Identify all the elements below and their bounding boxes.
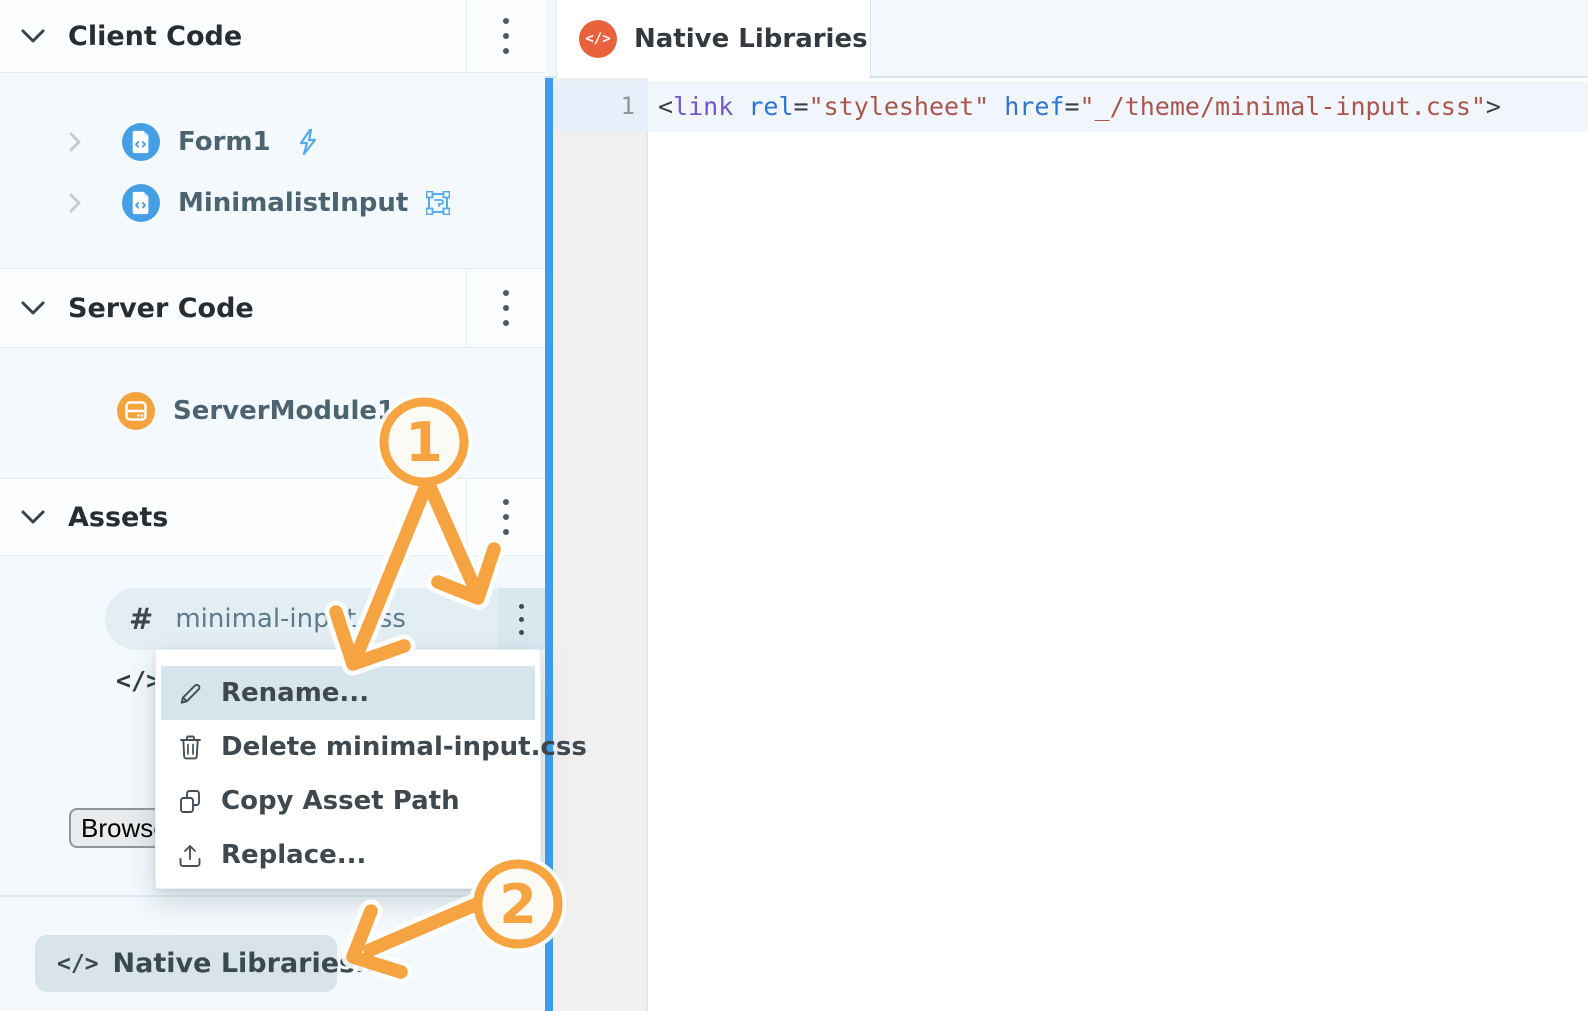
chevron-down-icon[interactable]: [20, 300, 46, 316]
form-document-icon: [122, 184, 160, 222]
section-title-client-code: Client Code: [68, 20, 243, 52]
menu-item-copy-asset-path[interactable]: Copy Asset Path: [161, 774, 535, 828]
chevron-down-icon[interactable]: [20, 509, 46, 525]
code-area[interactable]: <link rel="stylesheet" href="_/theme/min…: [648, 78, 1588, 1011]
native-libraries-button-label: Native Libraries...: [112, 948, 386, 979]
editor-tab-bar: </> Native Libraries ×: [545, 0, 1588, 78]
tree-item-form1[interactable]: Form1: [68, 120, 321, 164]
kebab-icon: [503, 286, 509, 331]
kebab-icon: [503, 495, 509, 540]
kebab-icon: [519, 600, 524, 639]
section-title-server-code: Server Code: [68, 292, 254, 324]
upload-icon: [175, 842, 205, 869]
server-code-menu-button[interactable]: [466, 269, 545, 347]
tab-bar-left-strip: [545, 0, 556, 78]
asset-item-menu-button[interactable]: [498, 588, 545, 650]
menu-item-label: Delete minimal-input.css: [221, 732, 587, 762]
native-libraries-tab-icon: </>: [579, 20, 617, 58]
css-hash-icon: #: [129, 602, 154, 636]
menu-item-delete[interactable]: Delete minimal-input.css: [161, 720, 587, 774]
tab-label: Native Libraries: [634, 24, 868, 54]
kebab-icon: [503, 14, 509, 59]
assets-menu-button[interactable]: [466, 479, 545, 555]
tree-item-label: Form1: [178, 127, 271, 157]
client-code-menu-button[interactable]: [466, 0, 545, 72]
code-editor: 1 <link rel="stylesheet" href="_/theme/m…: [553, 78, 1588, 1011]
sidebar-divider: [0, 895, 545, 897]
startup-form-lightning-icon: [295, 127, 321, 157]
tab-bar-empty-area: [870, 0, 1588, 78]
chevron-right-icon[interactable]: [68, 130, 82, 154]
tree-item-server-module1[interactable]: ServerModule1: [117, 389, 395, 433]
section-header-assets[interactable]: Assets: [0, 478, 545, 556]
pencil-icon: [175, 680, 205, 707]
section-header-server-code[interactable]: Server Code: [0, 268, 545, 348]
asset-file-name: minimal-input.css: [175, 604, 406, 634]
custom-component-badge-icon: [426, 191, 451, 215]
line-number: 1: [620, 92, 635, 120]
asset-item-minimal-input-css[interactable]: # minimal-input.css: [105, 588, 545, 650]
tree-item-label: MinimalistInput: [178, 188, 409, 218]
copy-icon: [175, 788, 205, 815]
native-libraries-button[interactable]: </> Native Libraries...: [35, 935, 386, 992]
section-header-client-code[interactable]: Client Code: [0, 0, 545, 73]
menu-item-replace[interactable]: Replace...: [161, 828, 535, 882]
chevron-down-icon[interactable]: [20, 28, 46, 44]
trash-icon: [175, 734, 205, 761]
tree-item-label: ServerModule1: [173, 396, 396, 426]
code-line-1: <link rel="stylesheet" href="_/theme/min…: [658, 92, 1501, 121]
menu-item-label: Replace...: [221, 840, 367, 870]
asset-code-icon: </>: [116, 666, 162, 695]
menu-item-label: Rename...: [221, 678, 370, 708]
line-number-gutter: 1: [553, 78, 648, 1011]
form-document-icon: [122, 123, 160, 161]
sidebar-resize-handle[interactable]: [545, 78, 553, 1011]
asset-context-menu: Rename... Delete minimal-input.css Copy …: [155, 649, 587, 889]
code-icon: </>: [57, 950, 99, 977]
server-module-icon: [117, 392, 155, 430]
menu-item-label: Copy Asset Path: [221, 786, 460, 816]
active-line-gutter-highlight: [553, 81, 648, 132]
section-title-assets: Assets: [68, 501, 169, 533]
active-line-highlight: [648, 81, 1588, 132]
tree-item-minimalist-input[interactable]: MinimalistInput: [68, 181, 451, 225]
tab-native-libraries[interactable]: </> Native Libraries ×: [556, 0, 913, 78]
chevron-right-icon[interactable]: [68, 191, 82, 215]
menu-item-rename[interactable]: Rename...: [161, 666, 535, 720]
